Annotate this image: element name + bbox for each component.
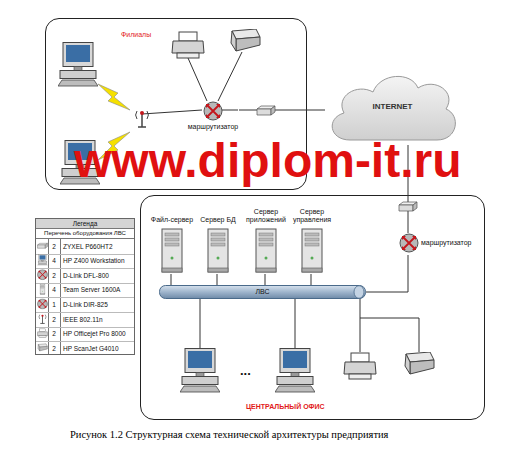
server-node: Сервер приложений bbox=[243, 206, 289, 274]
lan-bus: ЛВС bbox=[159, 285, 366, 299]
router-label: маршрутизатор bbox=[421, 239, 472, 247]
scanner-icon bbox=[231, 29, 260, 51]
table-rule bbox=[36, 327, 134, 328]
equipment-count: 2 bbox=[48, 341, 60, 356]
server-node: Файл-сервер bbox=[149, 206, 195, 274]
router-node: маршрутизатор bbox=[187, 99, 239, 141]
connector-line bbox=[239, 110, 325, 111]
wire bbox=[360, 318, 419, 352]
wire bbox=[295, 298, 296, 348]
watermark: www.diplom-it.ru bbox=[74, 137, 462, 185]
modem-icon bbox=[257, 106, 275, 115]
node-shape bbox=[301, 228, 323, 273]
legend-title: Легенда bbox=[36, 219, 134, 229]
ellipsis: ... bbox=[240, 364, 251, 379]
wire bbox=[222, 110, 238, 111]
server-label: Сервер БД bbox=[195, 206, 241, 224]
node-shape bbox=[161, 228, 183, 273]
printer-icon bbox=[172, 32, 204, 58]
router-label: маршрутизатор bbox=[187, 123, 239, 131]
equipment-count: 2 bbox=[48, 268, 60, 283]
node-shape bbox=[207, 228, 229, 273]
bus-label: ЛВС bbox=[159, 288, 366, 296]
wire bbox=[142, 110, 202, 114]
workstation-icon bbox=[58, 43, 98, 87]
node-shape bbox=[203, 101, 223, 121]
legend-text: HP ScanJet G4010 bbox=[61, 341, 134, 356]
access-point-icon bbox=[136, 111, 149, 127]
workstation-icon bbox=[275, 349, 315, 393]
table-rule bbox=[36, 297, 134, 298]
figure-caption: Рисунок 1.2 Структурная схема техническо… bbox=[70, 429, 388, 441]
equipment-count: 2 bbox=[48, 239, 60, 254]
legend-text: HP Z400 Workstation bbox=[61, 254, 134, 269]
wire bbox=[218, 52, 242, 101]
legend-text: Team Server 1600A bbox=[61, 283, 134, 298]
connector-line bbox=[265, 274, 266, 285]
legend-text: D-Link DFL-800 bbox=[61, 268, 134, 283]
connector-line bbox=[171, 274, 172, 285]
printer-icon bbox=[344, 353, 376, 379]
server-label: Файл-сервер bbox=[149, 206, 195, 224]
server-node: Сервер управления bbox=[289, 206, 335, 274]
legend-subtitle: Перечень оборудования ЛВС bbox=[36, 229, 134, 239]
internet-cloud: INTERNET bbox=[325, 68, 460, 145]
legend-text: ZYXEL P660HT2 bbox=[61, 239, 134, 254]
equipment-count: 1 bbox=[48, 297, 60, 312]
equipment-count: 2 bbox=[48, 312, 60, 327]
server-node: Сервер БД bbox=[195, 206, 241, 274]
wire bbox=[188, 58, 207, 101]
scanner-icon bbox=[405, 352, 434, 374]
central-office-zone: ЦЕНТРАЛЬНЫЙ ОФИСФайл-серверСервер БДСерв… bbox=[140, 195, 485, 420]
legend-table: ZYXEL P660HT2HP Z400 WorkstationD-Link D… bbox=[35, 218, 135, 355]
table-rule bbox=[36, 341, 134, 342]
router-node: маршрутизатор bbox=[397, 233, 479, 255]
equipment-count: 4 bbox=[48, 283, 60, 298]
server-label: Сервер приложений bbox=[243, 206, 289, 224]
zone-title: Филиалы bbox=[121, 31, 151, 39]
wire bbox=[360, 298, 361, 352]
cloud-label: INTERNET bbox=[325, 102, 460, 111]
table-rule bbox=[36, 268, 134, 269]
zone-title: ЦЕНТРАЛЬНЫЙ ОФИС bbox=[246, 403, 325, 411]
table-rule bbox=[36, 254, 134, 255]
node-shape bbox=[399, 233, 419, 253]
equipment-count: 4 bbox=[48, 254, 60, 269]
legend-text: IEEE 802.11n bbox=[61, 312, 134, 327]
legend-text: D-Link DIR-825 bbox=[61, 297, 134, 312]
equipment-count: 2 bbox=[48, 327, 60, 342]
workstation-icon bbox=[180, 349, 220, 393]
wire bbox=[200, 298, 201, 348]
connector-line bbox=[217, 274, 218, 285]
server-label: Сервер управления bbox=[289, 206, 335, 224]
legend-text: HP Officejet Pro 8000 bbox=[61, 327, 134, 342]
modem-icon bbox=[399, 202, 417, 211]
connector-line bbox=[311, 274, 312, 285]
connector-line bbox=[366, 255, 408, 292]
wireless-bolt bbox=[98, 84, 130, 110]
node-shape bbox=[255, 228, 277, 273]
table-rule bbox=[36, 283, 134, 284]
table-rule bbox=[36, 312, 134, 313]
